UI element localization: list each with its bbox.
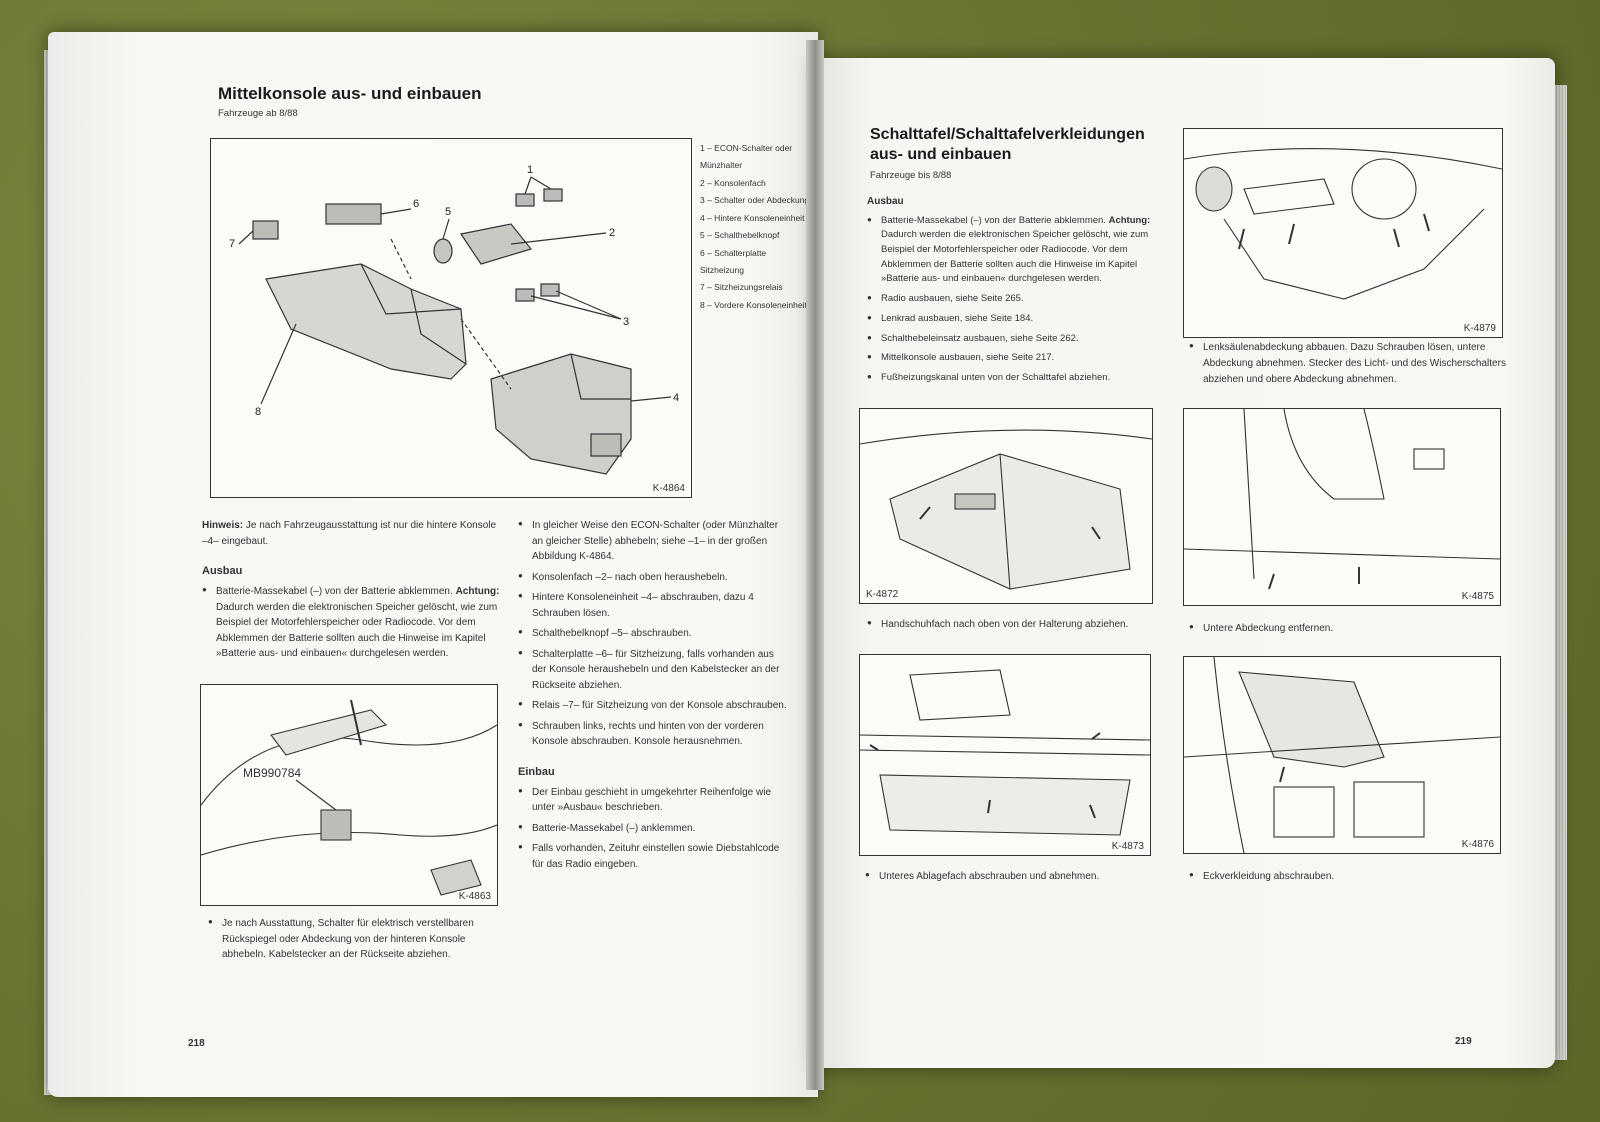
achtung-text: Dadurch werden die elektronischen Speich…	[216, 601, 498, 660]
callout-4: 4	[673, 392, 679, 404]
step-bullet: Hintere Konsoleneinheit –4– abschrauben,…	[518, 590, 788, 621]
step-bullet: In gleicher Weise den ECON-Schalter (ode…	[518, 518, 788, 565]
ausbau-bullet: Batterie-Massekabel (–) von der Batterie…	[867, 214, 1157, 288]
figure-k4863-caption: Je nach Ausstattung, Schalter für elektr…	[208, 916, 502, 963]
steering-column-cover-diagram	[1184, 148, 1502, 300]
figure-k4879-caption: Lenksäulenabdeckung abbauen. Dazu Schrau…	[1189, 340, 1513, 388]
legend-item: 6 – Schalterplatte Sitzheizung	[700, 247, 767, 275]
figure-k4875: K-4875	[1183, 408, 1501, 606]
legend-item: 2 – Konsolenfach	[700, 177, 766, 188]
callout-6: 6	[413, 198, 419, 210]
hinweis-label: Hinweis:	[202, 520, 244, 531]
ausbau-bullet: Batterie-Massekabel (–) von der Batterie…	[202, 584, 502, 662]
step-bullet: Schalterplatte –6– für Sitzheizung, fall…	[518, 647, 788, 694]
figure-k4872: K-4872	[859, 408, 1153, 604]
lower-cover-diagram	[1184, 409, 1500, 590]
legend-item: 3 – Schalter oder Abdeckung	[700, 195, 810, 206]
book-spine	[806, 40, 824, 1090]
einbau-heading: Einbau	[518, 765, 555, 778]
figure-code: K-4872	[864, 589, 901, 600]
step-bullet: Konsolenfach –2– nach oben heraushebeln.	[518, 570, 788, 586]
console-exploded-diagram: 1 2 3 4 5 6 7 8	[229, 164, 679, 475]
step-bullet: Radio ausbauen, siehe Seite 265.	[867, 292, 1157, 307]
corner-trim-diagram	[1184, 657, 1500, 853]
step-bullet: Schalthebeleinsatz ausbauen, siehe Seite…	[867, 332, 1157, 347]
bullet-text: Batterie-Massekabel (–) von der Batterie…	[216, 586, 453, 598]
page-subtitle: Fahrzeuge bis 8/88	[870, 170, 952, 181]
page-number-left: 218	[188, 1038, 205, 1049]
bullet-text: Batterie-Massekabel (–) von der Batterie…	[881, 214, 1106, 226]
page-title: Mittelkonsole aus- und einbauen	[218, 84, 482, 103]
right-column-1: Ausbau Batterie-Massekabel (–) von der B…	[867, 188, 1157, 391]
figure-k4876-caption: Eckverkleidung abschrauben.	[1189, 870, 1503, 884]
hinweis-text: Je nach Fahrzeugausstattung ist nur die …	[202, 520, 497, 547]
legend-item: 5 – Schalthebelknopf	[700, 230, 780, 241]
figure-k4873: K-4873	[859, 654, 1151, 856]
achtung-label: Achtung:	[1108, 214, 1151, 226]
callout-1: 1	[527, 164, 533, 176]
step-bullet: Schalthebelknopf –5– abschrauben.	[518, 626, 788, 642]
einbau-bullet: Falls vorhanden, Zeituhr einstellen sowi…	[518, 841, 788, 872]
figure-k4875-caption: Untere Abdeckung entfernen.	[1189, 622, 1503, 636]
figure-k4873-caption: Unteres Ablagefach abschrauben und abneh…	[865, 870, 1169, 884]
achtung-label: Achtung:	[455, 586, 500, 598]
step-bullet: Lenkrad ausbauen, siehe Seite 184.	[867, 312, 1157, 327]
einbau-bullet: Der Einbau geschieht in umgekehrter Reih…	[518, 785, 788, 816]
figure-k4872-caption: Handschuhfach nach oben von der Halterun…	[867, 618, 1171, 632]
step-bullet: Schrauben links, rechts und hinten von d…	[518, 719, 788, 750]
callout-7: 7	[229, 238, 235, 250]
figure-code: K-4864	[650, 483, 687, 494]
figure-legend: 1 – ECON-Schalter oder Münzhalter 2 – Ko…	[700, 140, 812, 314]
step-bullet: Fußheizungskanal unten von der Schalttaf…	[867, 371, 1157, 386]
left-page: Mittelkonsole aus- und einbauen Fahrzeug…	[48, 32, 818, 1097]
page-title-line-1: Schalttafel/Schalttafelverkleidungen	[870, 126, 1145, 143]
ausbau-heading: Ausbau	[867, 196, 904, 207]
figure-k4863: MB990784 K-4863	[200, 684, 498, 906]
legend-item: 8 – Vordere Konsoleneinheit	[700, 299, 807, 310]
page-number-right: 219	[1455, 1036, 1472, 1047]
step-bullet: Relais –7– für Sitzheizung von der Konso…	[518, 698, 788, 714]
left-column-1: Hinweis: Je nach Fahrzeugausstattung ist…	[202, 518, 502, 667]
legend-item: 7 – Sitzheizungsrelais	[700, 282, 783, 293]
ausbau-heading: Ausbau	[202, 565, 243, 577]
page-title-line-2: aus- und einbauen	[870, 146, 1012, 163]
figure-k4879: K-4879	[1183, 128, 1503, 338]
figure-code: K-4876	[1459, 839, 1496, 850]
exploded-console-figure: 1 2 3 4 5 6 7 8 K-4864	[210, 138, 692, 498]
hinweis-note: Hinweis: Je nach Fahrzeugausstattung ist…	[202, 518, 502, 549]
step-bullet: Mittelkonsole ausbauen, siehe Seite 217.	[867, 351, 1157, 366]
left-column-2: In gleicher Weise den ECON-Schalter (ode…	[518, 518, 788, 877]
figure-code: K-4873	[1109, 841, 1146, 852]
right-page: Schalttafel/Schalttafelverkleidungen aus…	[815, 58, 1555, 1068]
callout-3: 3	[623, 316, 629, 328]
switch-removal-diagram: MB990784	[201, 699, 497, 896]
einbau-bullet: Batterie-Massekabel (–) anklemmen.	[518, 821, 788, 837]
figure-code: K-4863	[456, 891, 493, 902]
figure-code: K-4875	[1459, 591, 1496, 602]
figure-k4876: K-4876	[1183, 656, 1501, 854]
achtung-text: Dadurch werden die elektronischen Speich…	[881, 229, 1149, 285]
callout-5: 5	[445, 206, 451, 218]
figure-code: K-4879	[1461, 323, 1498, 334]
lower-tray-diagram	[860, 669, 1150, 836]
legend-item: 1 – ECON-Schalter oder Münzhalter	[700, 143, 793, 171]
glovebox-diagram	[860, 429, 1152, 590]
tool-label: MB990784	[243, 766, 301, 780]
page-subtitle: Fahrzeuge ab 8/88	[218, 108, 298, 119]
callout-8: 8	[255, 406, 261, 418]
legend-item: 4 – Hintere Konsoleneinheit	[700, 212, 805, 223]
callout-2: 2	[609, 227, 615, 239]
